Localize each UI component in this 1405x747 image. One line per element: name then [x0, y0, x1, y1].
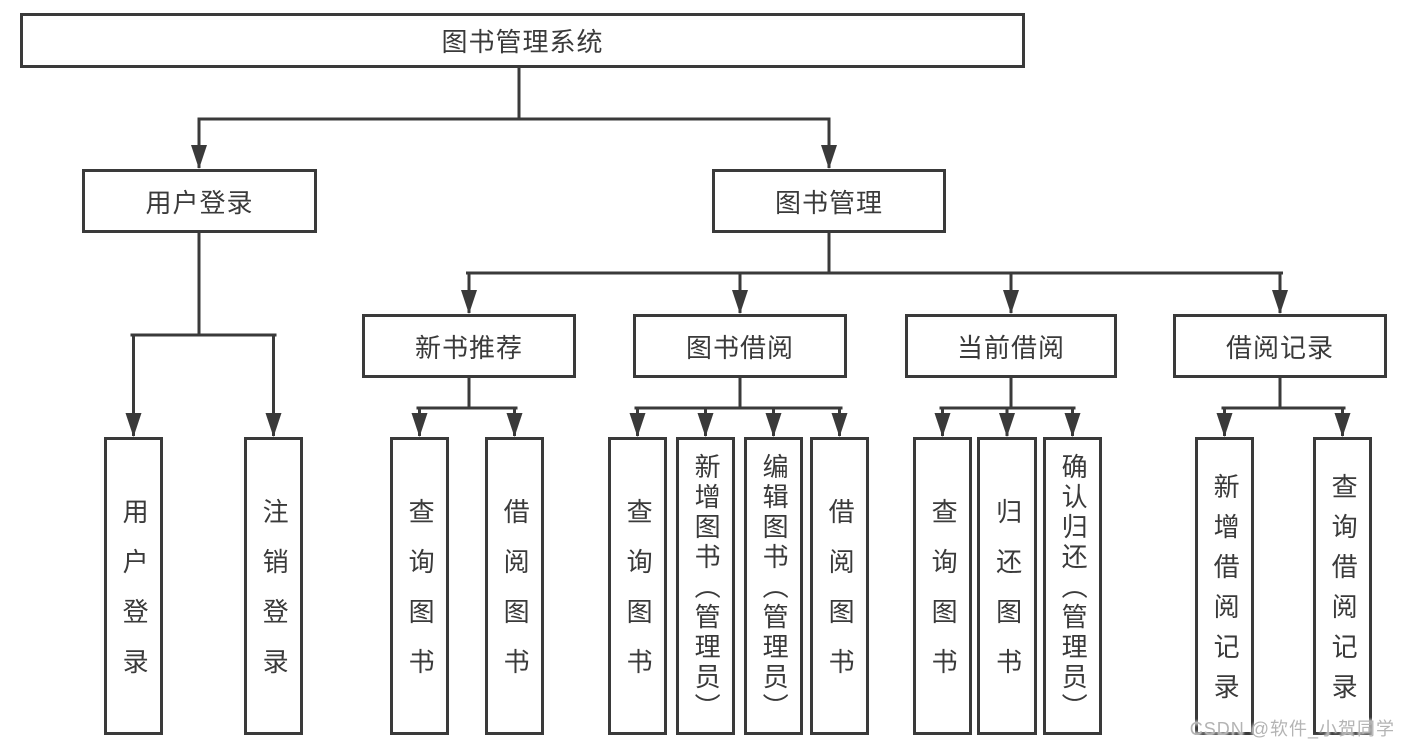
node-label: 确认归还（管理员） — [1058, 453, 1089, 723]
leaf-query-borrow-record: 查询借阅记录 — [1313, 437, 1372, 735]
connector-trunks — [130, 64, 1346, 410]
node-label: 用户登录 — [119, 498, 150, 698]
node-book-borrowing: 图书借阅 — [633, 314, 847, 378]
node-label: 新增图书（管理员） — [691, 453, 722, 723]
node-label: 用户登录 — [145, 187, 254, 218]
leaf-confirm-return-admin: 确认归还（管理员） — [1043, 437, 1102, 735]
node-label: 查询图书 — [405, 498, 436, 698]
node-label: 查询借阅记录 — [1328, 473, 1359, 713]
node-label: 编辑图书（管理员） — [759, 453, 790, 723]
node-label: 借阅记录 — [1225, 332, 1334, 363]
node-library-system: 图书管理系统 — [20, 13, 1025, 68]
node-borrow-records: 借阅记录 — [1173, 314, 1387, 378]
node-current-borrowing: 当前借阅 — [905, 314, 1117, 378]
leaf-query-books-current: 查询图书 — [913, 437, 972, 735]
leaf-user-login: 用户登录 — [104, 437, 163, 735]
leaf-return-books: 归还图书 — [977, 437, 1037, 735]
node-label: 查询图书 — [623, 498, 654, 698]
node-label: 新增借阅记录 — [1210, 473, 1241, 713]
node-label: 图书借阅 — [685, 332, 794, 363]
leaf-add-borrow-record: 新增借阅记录 — [1195, 437, 1254, 735]
csdn-watermark: CSDN @软件_小贺同学 — [1189, 719, 1395, 739]
leaf-edit-books-admin: 编辑图书（管理员） — [744, 437, 803, 735]
node-label: 查询图书 — [928, 498, 959, 698]
leaf-add-books-admin: 新增图书（管理员） — [676, 437, 735, 735]
node-label: 借阅图书 — [500, 498, 531, 698]
leaf-borrow-books: 借阅图书 — [810, 437, 869, 735]
leaf-borrow-books-recommend: 借阅图书 — [485, 437, 544, 735]
node-new-book-recommendation: 新书推荐 — [362, 314, 576, 378]
node-label: 新书推荐 — [414, 332, 523, 363]
node-label: 归还图书 — [992, 498, 1023, 698]
node-user-login: 用户登录 — [82, 169, 317, 233]
leaf-query-books-recommend: 查询图书 — [390, 437, 449, 735]
node-label: 借阅图书 — [825, 498, 856, 698]
node-book-management: 图书管理 — [712, 169, 946, 233]
leaf-query-books-borrow: 查询图书 — [608, 437, 667, 735]
node-label: 当前借阅 — [956, 332, 1065, 363]
node-label: 注销登录 — [259, 498, 290, 698]
node-label: 图书管理系统 — [441, 27, 604, 57]
leaf-logout: 注销登录 — [244, 437, 303, 735]
connector-arrows — [125, 119, 1351, 437]
node-label: 图书管理 — [774, 187, 883, 218]
